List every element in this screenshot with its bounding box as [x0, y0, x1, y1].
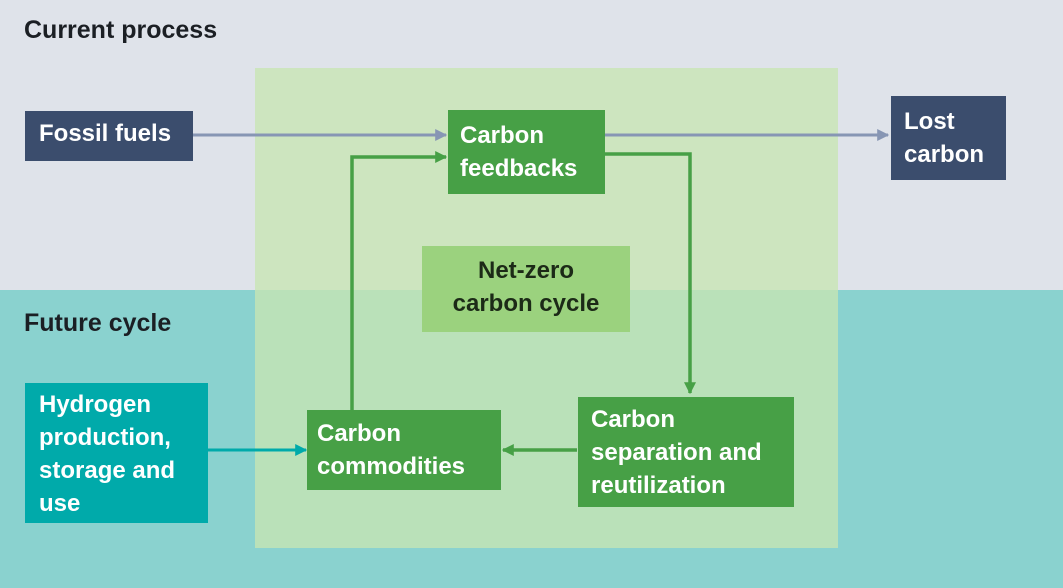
carbon-separation-box: Carbon separation and reutilization	[578, 397, 794, 507]
carbon-feedbacks-box: Carbon feedbacks	[448, 110, 605, 194]
fossil-fuels-box: Fossil fuels	[25, 111, 193, 161]
carbon-commodities-box: Carbon commodities	[307, 410, 501, 490]
future-cycle-label: Future cycle	[24, 309, 172, 337]
hydrogen-box: Hydrogen production, storage and use	[25, 383, 208, 523]
arrow-feedbacks-to-separation	[605, 152, 696, 395]
current-process-label: Current process	[24, 16, 218, 44]
net-zero-cycle-box: Net-zero carbon cycle	[422, 246, 630, 332]
arrow-commodities-to-feedbacks	[350, 151, 448, 410]
lost-carbon-box: Lost carbon	[891, 96, 1006, 180]
